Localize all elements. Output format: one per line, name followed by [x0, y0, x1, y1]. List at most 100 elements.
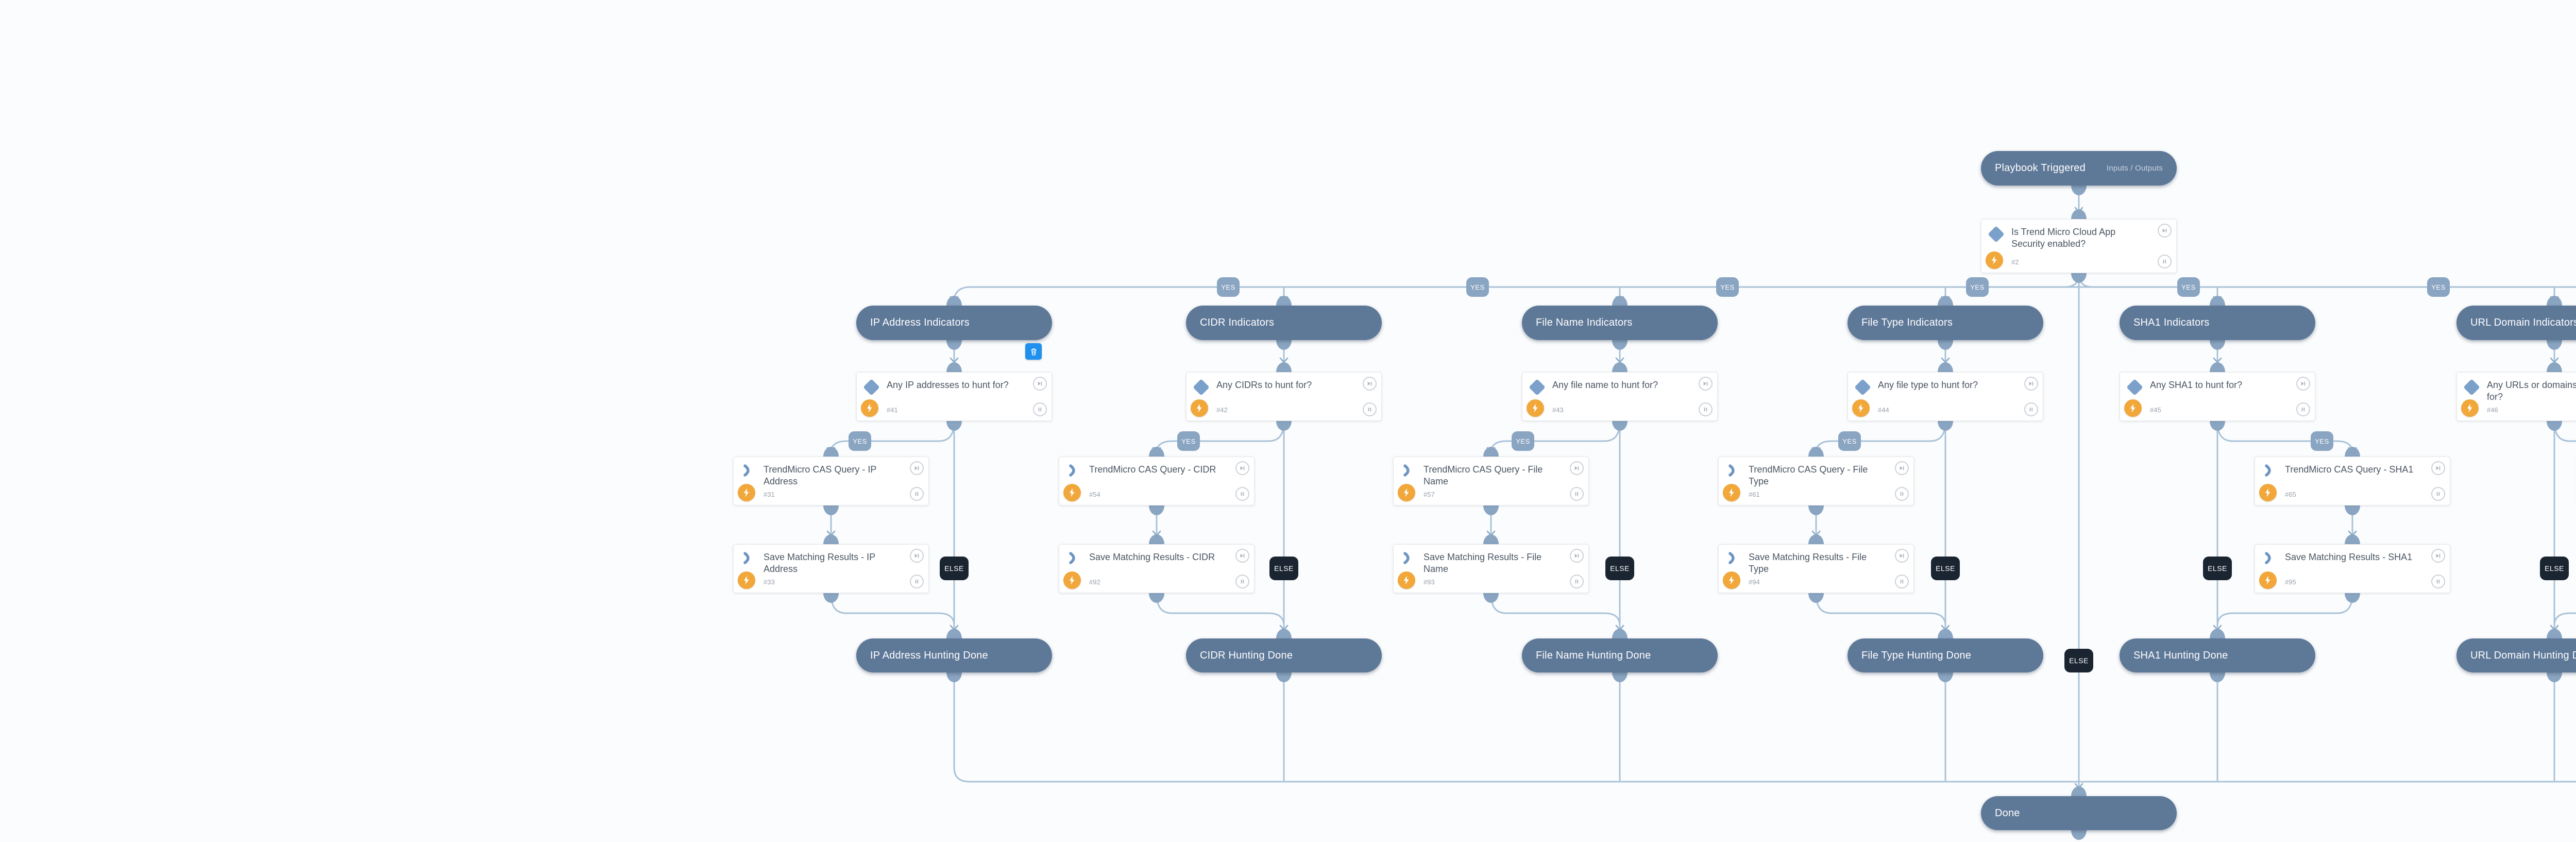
- section-header-label: SHA1 Hunting Done: [2133, 649, 2228, 661]
- task-title: Any file type to hunt for?: [1878, 380, 1978, 390]
- pause-icon[interactable]: [1699, 402, 1713, 416]
- pause-icon[interactable]: [910, 575, 924, 588]
- pause-icon[interactable]: [1235, 575, 1249, 588]
- delete-task-button[interactable]: [1025, 343, 1042, 360]
- pause-icon[interactable]: [2431, 487, 2445, 501]
- task-title: TrendMicro CAS Query - File Name: [1423, 464, 1543, 487]
- skip-forward-icon[interactable]: [2431, 549, 2445, 563]
- inputs-outputs-link[interactable]: Inputs / Outputs: [2106, 164, 2163, 173]
- task-title: Save Matching Results - CIDR: [1089, 552, 1215, 562]
- skip-forward-icon[interactable]: [910, 461, 924, 475]
- section-header-urldomain[interactable]: URL Domain Indicators: [2456, 306, 2576, 340]
- quick-task-lightning-icon: [1527, 399, 1544, 417]
- task-id: #57: [1423, 491, 1435, 498]
- quick-task-lightning-icon: [2461, 399, 2479, 417]
- ip-save-card[interactable]: Save Matching Results - IP Address #33: [733, 544, 929, 593]
- task-chevron-icon: [2265, 552, 2273, 567]
- filename-hunting-done-node[interactable]: File Name Hunting Done: [1522, 638, 1718, 672]
- cidr-condition-card[interactable]: Any CIDRs to hunt for? #42: [1186, 372, 1382, 421]
- pause-icon[interactable]: [1570, 575, 1584, 588]
- quick-task-lightning-icon: [2259, 484, 2277, 501]
- quick-task-lightning-icon: [1191, 399, 1208, 417]
- edge-label-yes: YES: [1217, 277, 1240, 297]
- sha1-query-card[interactable]: TrendMicro CAS Query - SHA1 #65: [2255, 457, 2450, 506]
- condition-diamond-icon: [2463, 379, 2480, 396]
- section-header-cidr[interactable]: CIDR Indicators: [1186, 306, 1382, 340]
- skip-forward-icon[interactable]: [1895, 549, 1909, 563]
- pause-icon[interactable]: [1363, 402, 1377, 416]
- quick-task-lightning-icon: [1063, 571, 1081, 589]
- skip-forward-icon[interactable]: [1699, 377, 1713, 391]
- quick-task-lightning-icon: [1986, 251, 2003, 269]
- edge-label-else: ELSE: [2203, 557, 2232, 580]
- ip-query-card[interactable]: TrendMicro CAS Query - IP Address #31: [733, 457, 929, 506]
- done-node[interactable]: Done: [1981, 796, 2177, 830]
- filetype-hunting-done-node[interactable]: File Type Hunting Done: [1848, 638, 2043, 672]
- pause-icon[interactable]: [2158, 255, 2172, 268]
- quick-task-lightning-icon: [1398, 571, 1415, 589]
- filetype-query-card[interactable]: TrendMicro CAS Query - File Type #61: [1718, 457, 1914, 506]
- sha1-hunting-done-node[interactable]: SHA1 Hunting Done: [2120, 638, 2315, 672]
- root-condition-card[interactable]: Is Trend Micro Cloud App Security enable…: [1981, 219, 2177, 273]
- task-title: Save Matching Results - IP Address: [764, 552, 875, 575]
- section-header-filename[interactable]: File Name Indicators: [1522, 306, 1718, 340]
- skip-forward-icon[interactable]: [1033, 377, 1047, 391]
- skip-forward-icon[interactable]: [2024, 377, 2038, 391]
- pause-icon[interactable]: [910, 487, 924, 501]
- skip-forward-icon[interactable]: [910, 549, 924, 563]
- urldomain-hunting-done-node[interactable]: URL Domain Hunting Done: [2456, 638, 2576, 672]
- filetype-save-card[interactable]: Save Matching Results - File Type #94: [1718, 544, 1914, 593]
- task-chevron-icon: [743, 552, 752, 567]
- skip-forward-icon[interactable]: [1570, 549, 1584, 563]
- skip-forward-icon[interactable]: [1570, 461, 1584, 475]
- pause-icon[interactable]: [1895, 575, 1909, 588]
- condition-diamond-icon: [1193, 379, 1210, 396]
- quick-task-lightning-icon: [1852, 399, 1870, 417]
- pause-icon[interactable]: [1895, 487, 1909, 501]
- urldomain-condition-card[interactable]: Any URLs or domains to hunt for? #46: [2456, 372, 2576, 421]
- section-header-label: URL Domain Indicators: [2470, 317, 2576, 328]
- pause-icon[interactable]: [2431, 575, 2445, 588]
- section-header-label: File Type Hunting Done: [1861, 649, 1972, 661]
- task-id: #46: [2487, 406, 2498, 414]
- task-chevron-icon: [1403, 552, 1412, 567]
- section-header-label: Done: [1995, 807, 2020, 819]
- cidr-save-card[interactable]: Save Matching Results - CIDR #92: [1059, 544, 1255, 593]
- playbook-triggered-node[interactable]: Playbook Triggered Inputs / Outputs: [1981, 151, 2177, 186]
- sha1-save-card[interactable]: Save Matching Results - SHA1 #95: [2255, 544, 2450, 593]
- pause-icon[interactable]: [1235, 487, 1249, 501]
- task-id: #43: [1552, 406, 1564, 414]
- condition-diamond-icon: [863, 379, 880, 396]
- task-title: TrendMicro CAS Query - CIDR: [1089, 464, 1216, 475]
- filename-condition-card[interactable]: Any file name to hunt for? #43: [1522, 372, 1718, 421]
- connector-bumps: [823, 176, 2562, 840]
- cidr-query-card[interactable]: TrendMicro CAS Query - CIDR #54: [1059, 457, 1255, 506]
- skip-forward-icon[interactable]: [2431, 461, 2445, 475]
- skip-forward-icon[interactable]: [2296, 377, 2310, 391]
- pause-icon[interactable]: [1570, 487, 1584, 501]
- skip-forward-icon[interactable]: [1235, 549, 1249, 563]
- edge-label-else: ELSE: [1605, 557, 1634, 580]
- filename-query-card[interactable]: TrendMicro CAS Query - File Name #57: [1393, 457, 1589, 506]
- section-header-ip[interactable]: IP Address Indicators: [856, 306, 1052, 340]
- task-title: Any URLs or domains to hunt for?: [2487, 380, 2576, 402]
- skip-forward-icon[interactable]: [2158, 224, 2172, 238]
- sha1-condition-card[interactable]: Any SHA1 to hunt for? #45: [2120, 372, 2315, 421]
- pause-icon[interactable]: [2024, 402, 2038, 416]
- playbook-triggered-label: Playbook Triggered: [1995, 162, 2086, 174]
- filename-save-card[interactable]: Save Matching Results - File Name #93: [1393, 544, 1589, 593]
- task-title: Any IP addresses to hunt for?: [887, 380, 1009, 390]
- edge-label-else: ELSE: [940, 557, 969, 580]
- pause-icon[interactable]: [1033, 402, 1047, 416]
- edge-label-yes: YES: [2427, 277, 2450, 297]
- ip-condition-card[interactable]: Any IP addresses to hunt for? #41: [856, 372, 1052, 421]
- skip-forward-icon[interactable]: [1363, 377, 1377, 391]
- filetype-condition-card[interactable]: Any file type to hunt for? #44: [1848, 372, 2043, 421]
- cidr-hunting-done-node[interactable]: CIDR Hunting Done: [1186, 638, 1382, 672]
- section-header-sha1[interactable]: SHA1 Indicators: [2120, 306, 2315, 340]
- ip-hunting-done-node[interactable]: IP Address Hunting Done: [856, 638, 1052, 672]
- pause-icon[interactable]: [2296, 402, 2310, 416]
- skip-forward-icon[interactable]: [1895, 461, 1909, 475]
- skip-forward-icon[interactable]: [1235, 461, 1249, 475]
- section-header-filetype[interactable]: File Type Indicators: [1848, 306, 2043, 340]
